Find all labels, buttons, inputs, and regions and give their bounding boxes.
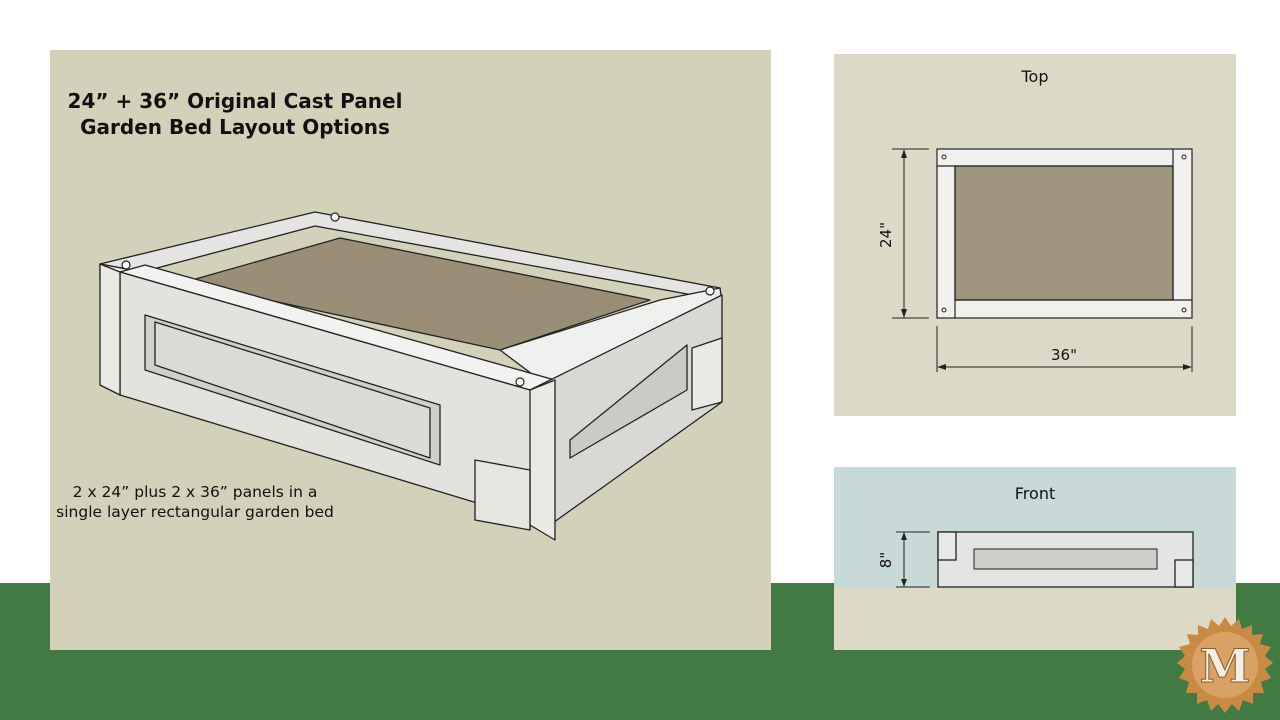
slide-caption: 2 x 24” plus 2 x 36” panels in a single …	[56, 483, 334, 521]
front-view-drawing: 8"	[877, 531, 1194, 588]
saw-blade-logo: M	[1177, 617, 1273, 713]
logo-letter: M	[1200, 639, 1251, 693]
top-view-label: Top	[1021, 67, 1049, 86]
top-view-panel: Top 24" 36"	[834, 54, 1236, 416]
front-view-panel: Front 8"	[834, 467, 1236, 650]
slide-title: 24” + 36” Original Cast Panel Garden Bed…	[67, 89, 403, 139]
perspective-panel: 24” + 36” Original Cast Panel Garden Bed…	[50, 50, 771, 650]
top-width-dimension: 36"	[1051, 346, 1077, 364]
top-view-drawing: 24" 36"	[877, 148, 1193, 372]
garden-bed-3d	[99, 211, 723, 541]
front-view-label: Front	[1014, 484, 1056, 503]
front-height-dimension: 8"	[877, 552, 895, 568]
top-height-dimension: 24"	[877, 222, 895, 248]
